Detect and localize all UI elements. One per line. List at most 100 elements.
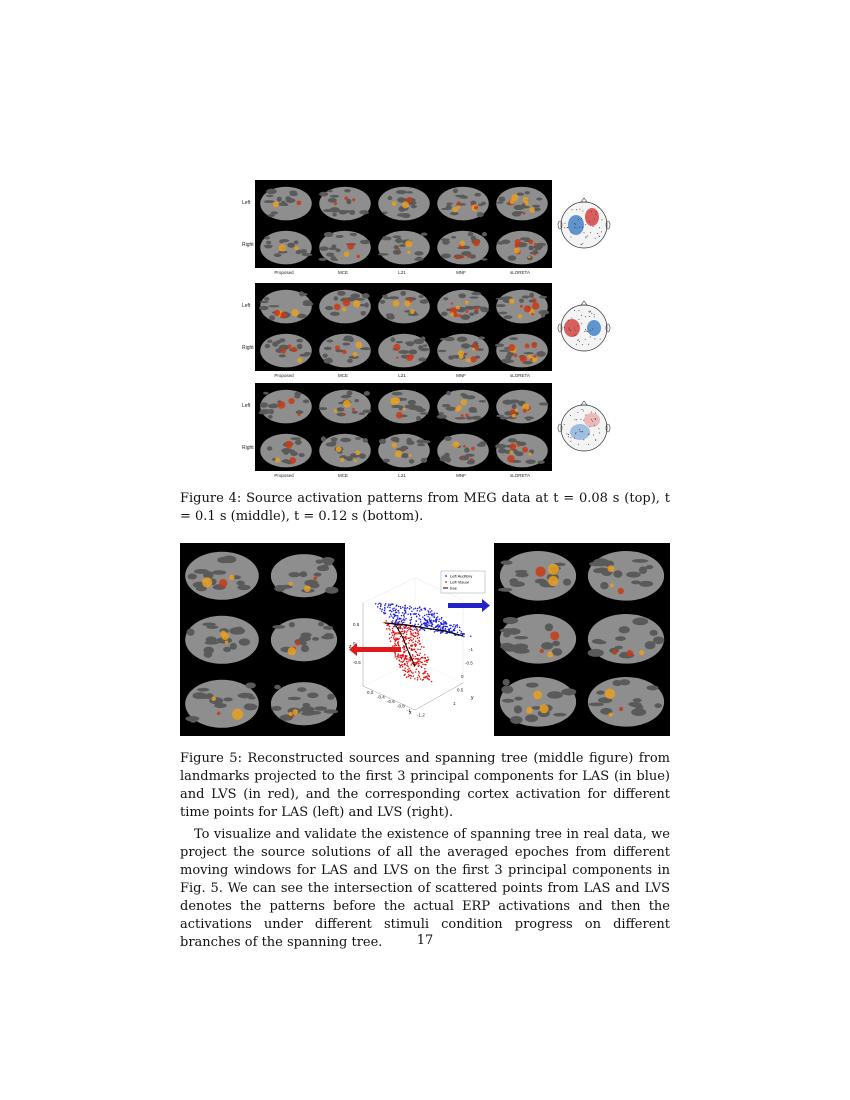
left-auditory-point [454,627,456,630]
left-visual-point [388,637,391,640]
z-axis-label: z [349,644,352,650]
left-auditory-point [374,603,377,605]
left-auditory-point [388,616,391,618]
left-auditory-point [395,611,397,614]
left-visual-point [404,670,407,673]
row-label: Left [242,303,251,309]
left-visual-point [408,671,410,673]
left-auditory-point [427,610,429,612]
left-visual-point [412,629,414,631]
left-auditory-point [410,616,413,619]
left-visual-point [399,627,402,630]
brain-surface [319,433,371,468]
method-label: MNF [456,473,466,478]
left-visual-point [407,637,409,639]
left-auditory-point [418,618,420,620]
left-auditory-point [417,623,420,626]
method-label: MCE [338,270,348,275]
left-visual-point [410,644,413,646]
left-visual-point [419,648,422,651]
left-visual-point [428,675,431,678]
method-label: sLORETA [510,373,530,378]
left-auditory-point [458,626,461,629]
left-visual-point [409,630,412,633]
left-auditory-point [463,635,465,638]
left-visual-point [422,657,424,659]
left-auditory-point [448,628,451,630]
left-auditory-point [403,616,405,618]
left-auditory-point [403,609,406,612]
left-visual-point [400,657,403,660]
left-auditory-point [446,625,448,628]
left-auditory-point [392,608,394,610]
left-auditory-point [451,630,453,632]
left-visual-point [395,637,397,639]
left-visual-point [410,633,412,635]
left-visual-point [413,635,416,638]
figure-4-caption: Figure 4: Source activation patterns fro… [180,491,670,524]
left-auditory-point [401,619,403,622]
left-visual-point [399,666,401,668]
left-auditory-point [424,623,426,626]
left-visual-point [405,625,407,628]
left-visual-point [408,647,411,649]
left-visual-point [394,652,397,655]
left-visual-point [427,658,430,661]
left-visual-point [400,656,402,659]
left-visual-point [409,627,411,629]
brain-surface [259,289,314,324]
left-auditory-point [469,635,472,637]
left-auditory-point [461,632,464,635]
left-auditory-point [445,632,447,635]
left-visual-point [396,637,398,640]
cortex-view [499,613,577,664]
left-visual-point [405,658,408,661]
left-auditory-point [390,615,392,617]
left-visual-point [396,658,398,660]
left-auditory-point [424,621,426,624]
brain-surface [495,433,548,468]
left-visual-point [414,645,417,648]
left-visual-point [394,656,397,658]
left-visual-point [418,676,421,678]
left-auditory-point [419,628,422,630]
brain-surface [260,433,312,468]
activation-panel-2 [255,383,552,471]
left-auditory-point [428,618,431,621]
left-visual-point [411,634,414,636]
cortex-view [587,613,665,664]
left-visual-point [394,642,396,645]
left-auditory-point [443,621,446,623]
left-auditory-point [414,607,417,609]
left-visual-point [392,631,395,633]
left-visual-point [406,671,409,673]
left-auditory-point [456,624,459,626]
method-label: L21 [398,373,406,378]
left-visual-point [408,642,410,644]
left-auditory-point [421,627,423,630]
brain-surface [319,289,371,324]
left-visual-point [417,634,419,637]
left-auditory-point [456,626,459,628]
y-tick-label: 0.5 [457,688,464,693]
y-axis-label: y [471,695,474,701]
left-visual-point [405,633,408,636]
brain-surface [378,186,430,221]
cortex-view [587,676,665,727]
page-number: 17 [416,933,434,948]
left-visual-point [418,664,420,667]
left-visual-point [403,646,405,649]
left-auditory-point [395,605,398,607]
cortex-view [270,618,338,662]
left-auditory-point [419,621,422,623]
left-visual-point [418,660,420,663]
left-auditory-point [460,632,462,635]
left-auditory-point [383,611,385,614]
left-visual-point [419,678,422,680]
left-auditory-point [403,621,405,624]
brain-surface [496,230,548,265]
left-visual-point [417,641,419,644]
left-auditory-point [399,617,401,619]
left-visual-point [416,653,418,656]
